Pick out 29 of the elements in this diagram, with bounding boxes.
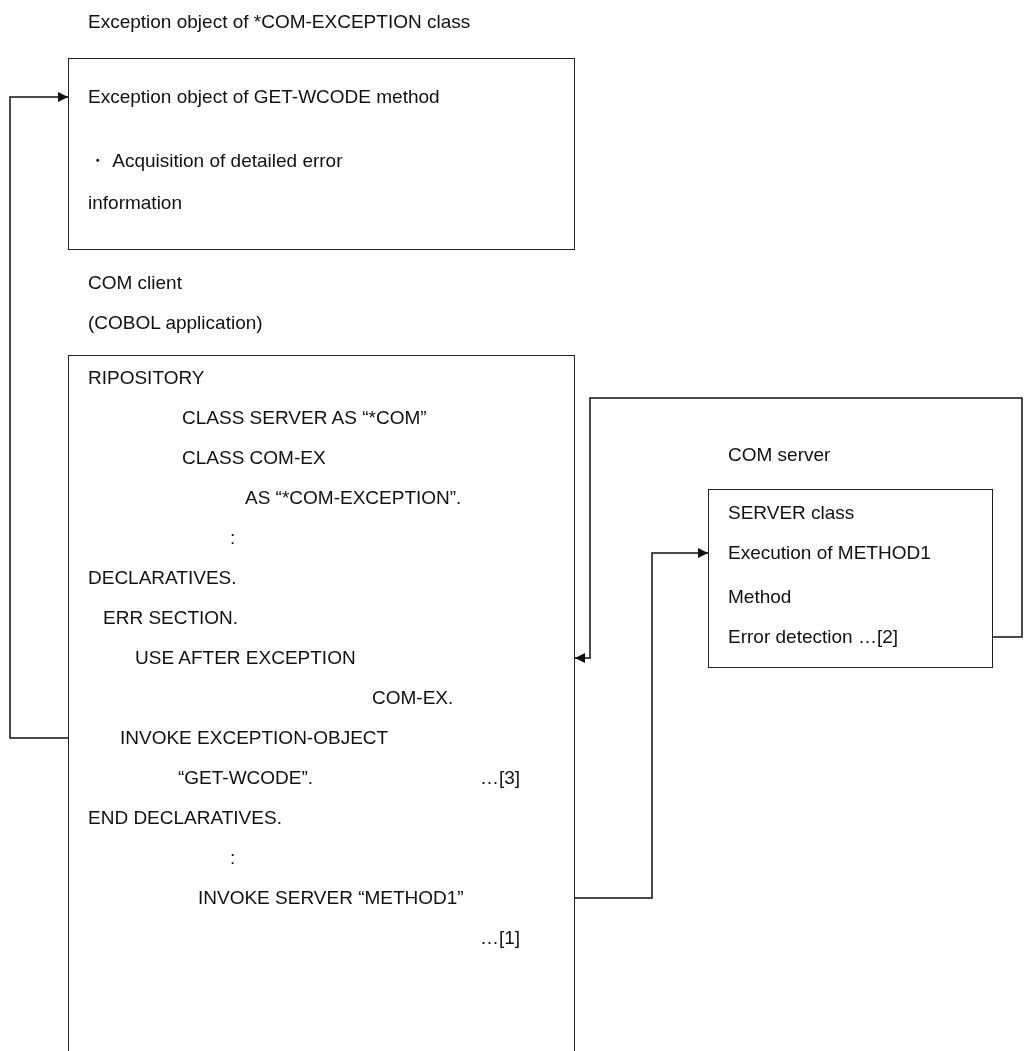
heading-text: Exception object of *COM-EXCEPTION class [88,10,471,34]
text-line: SERVER class [728,501,855,525]
code-line: …[1] [480,926,521,950]
code-line: …[3] [480,766,521,790]
heading-text: (COBOL application) [88,311,263,335]
code-line: USE AFTER EXCEPTION [135,646,356,670]
code-line: : [230,846,236,870]
code-line: ERR SECTION. [103,606,239,630]
code-line: END DECLARATIVES. [88,806,282,830]
code-line: AS “*COM-EXCEPTION”. [245,486,462,510]
code-line: COM-EX. [372,686,454,710]
arrow [574,548,709,899]
arrow [574,397,1023,663]
code-line: CLASS SERVER AS “*COM” [182,406,427,430]
text-line: Exception object of GET-WCODE method [88,85,440,109]
code-line: CLASS COM-EX [182,446,326,470]
code-line: RIPOSITORY [88,366,205,390]
code-line: DECLARATIVES. [88,566,237,590]
bullet-text: ・ Acquisition of detailed error information [88,149,344,215]
arrow [9,92,69,739]
text-line: Error detection …[2] [728,625,899,649]
heading-text: COM client [88,271,182,295]
code-line: INVOKE EXCEPTION-OBJECT [120,726,389,750]
code-line: : [230,526,236,550]
code-line: INVOKE SERVER “METHOD1” [198,886,464,910]
heading-text: COM server [728,443,831,467]
text-line: Method [728,585,792,609]
text-line: Execution of METHOD1 [728,541,931,565]
code-line: “GET-WCODE”. [178,766,314,790]
